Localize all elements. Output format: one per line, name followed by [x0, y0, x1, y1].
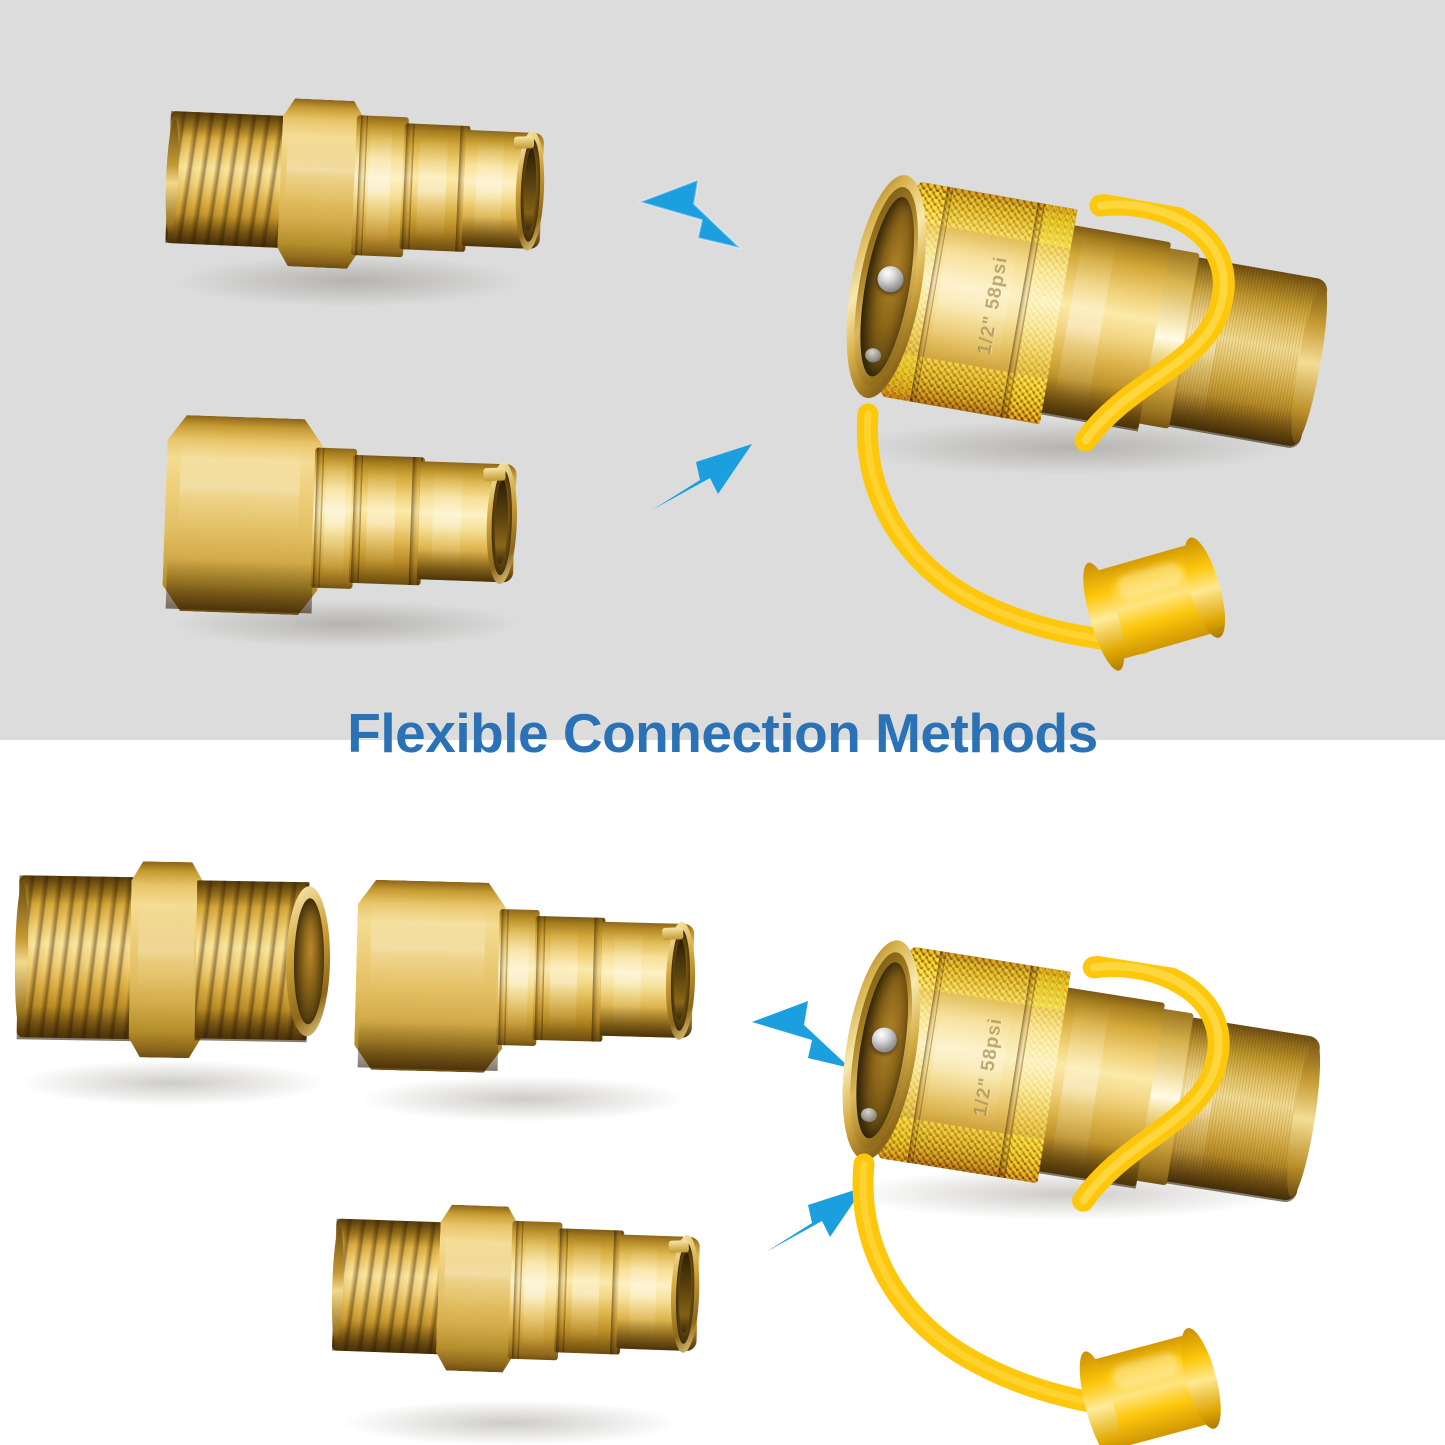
page-title: Flexible Connection Methods [347, 702, 1098, 764]
part-shadow [358, 1076, 688, 1122]
bottom-hex-nipple [13, 857, 339, 1063]
bottom-arrow-1 [748, 998, 856, 1074]
bottom-male-nipple-plug [330, 1189, 708, 1402]
yellow-dust-cap[interactable] [1064, 1309, 1252, 1445]
hex-center [128, 861, 203, 1058]
part-shadow [18, 1060, 328, 1106]
bottom-female-hex-plug [353, 875, 718, 1080]
part-shadow [340, 1400, 680, 1445]
top-male-nipple-plug [163, 87, 547, 283]
female-hex-nut [354, 879, 507, 1073]
bottom-arrow-2 [762, 1182, 870, 1258]
top-comparison-panel: 1/2" 58psi [0, 0, 1445, 740]
female-hex-nut [162, 414, 324, 615]
bottom-comparison-panel: 1/2" 58psi [0, 740, 1445, 1445]
top-coupler: 1/2" 58psi [814, 154, 1368, 538]
top-arrow-1 [636, 176, 746, 254]
top-arrow-2 [648, 438, 758, 516]
top-female-hex-plug [162, 408, 549, 621]
hex-collar [435, 1204, 519, 1373]
yellow-dust-cap[interactable] [1067, 518, 1256, 685]
bottom-coupler: 1/2" 58psi [812, 918, 1363, 1294]
